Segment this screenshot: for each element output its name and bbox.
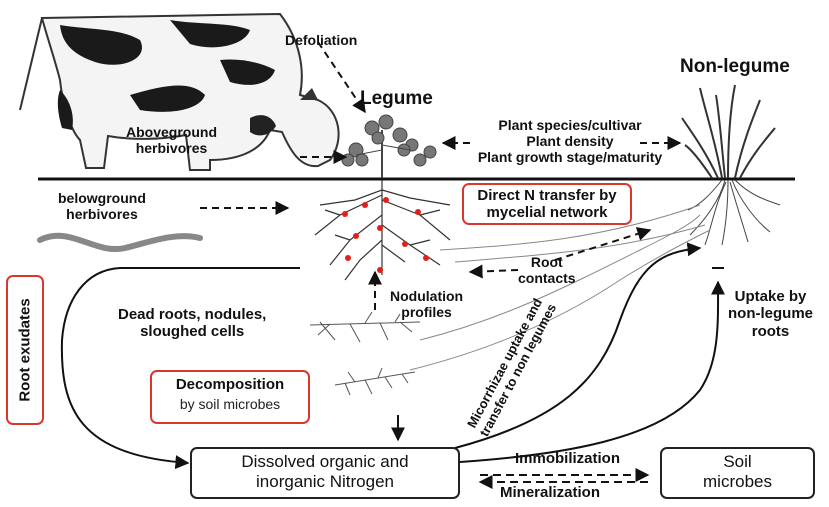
label-root-exudates: Root exudates bbox=[16, 298, 34, 402]
arrow-root-contacts-left bbox=[468, 264, 519, 279]
label-soil-microbes-line-2: microbes bbox=[703, 471, 772, 491]
dead-roots-illustration bbox=[309, 311, 421, 343]
label-nodulation-line-1: Nodulation bbox=[390, 288, 464, 304]
label-dissolved-line-2: inorganic Nitrogen bbox=[256, 471, 394, 491]
box-root-exudates: Root exudates bbox=[6, 275, 44, 425]
label-plant-species: Plant species/cultivar bbox=[498, 117, 642, 133]
label-legume: Legume bbox=[360, 88, 433, 109]
label-soil-microbes-line-1: Soil bbox=[723, 452, 752, 471]
arrow-root-exudates bbox=[60, 267, 300, 470]
box-dissolved-nitrogen: Dissolved organic and inorganic Nitrogen bbox=[190, 447, 460, 499]
dashed-arrows bbox=[200, 41, 682, 310]
label-aboveground-line-1: Aboveground bbox=[126, 124, 217, 140]
label-immobilization: Immobilization bbox=[515, 450, 620, 467]
label-mineralization: Mineralization bbox=[500, 484, 601, 501]
cow-illustration bbox=[19, 12, 340, 171]
label-uptake-non-legume: Uptake by non-legume roots bbox=[728, 288, 813, 340]
legume-roots bbox=[314, 180, 451, 281]
label-dissolved-line-1: Dissolved organic and bbox=[241, 452, 409, 471]
mycelial-network bbox=[409, 204, 711, 371]
label-root-contacts: Root contacts bbox=[518, 254, 576, 286]
label-belowground-line-2: herbivores bbox=[66, 206, 138, 223]
nodules bbox=[342, 197, 429, 273]
label-plant-density: Plant density bbox=[526, 133, 614, 150]
label-belowground-line-1: belowground bbox=[58, 190, 146, 206]
label-uptake-line-1: Uptake by bbox=[734, 288, 807, 305]
label-dead-roots: Dead roots, nodules, sloughed cells bbox=[118, 306, 266, 341]
label-belowground-herbivores: belowground herbivores bbox=[58, 190, 146, 222]
label-plant-factors: Plant species/cultivar Plant density Pla… bbox=[460, 117, 680, 165]
arrow-mycorrhizae bbox=[454, 242, 702, 449]
label-dead-roots-line-1: Dead roots, nodules, bbox=[118, 306, 267, 323]
label-aboveground-line-2: herbivores bbox=[135, 140, 208, 157]
worm-illustration bbox=[37, 232, 203, 253]
label-direct-n-line-1: Direct N transfer by bbox=[477, 187, 617, 204]
label-uptake-line-3: roots bbox=[751, 322, 790, 340]
label-nodulation-line-2: profiles bbox=[401, 304, 452, 321]
decomposing-roots-illustration bbox=[334, 367, 416, 396]
label-root-contacts-line-2: contacts bbox=[518, 270, 576, 287]
label-aboveground-herbivores: Aboveground herbivores bbox=[126, 124, 217, 156]
non-legume-roots bbox=[687, 179, 781, 246]
label-decomposition: Decomposition bbox=[175, 376, 285, 393]
solid-arrows bbox=[60, 242, 726, 470]
arrow-defoliation bbox=[317, 41, 366, 114]
cycle-arrows bbox=[478, 468, 650, 489]
arrow-root-contacts-right bbox=[554, 227, 652, 261]
arrow-uptake bbox=[459, 280, 726, 463]
label-non-legume: Non-legume bbox=[680, 56, 790, 77]
label-uptake-line-2: non-legume bbox=[728, 305, 813, 323]
legume-plant bbox=[341, 114, 437, 178]
label-by-soil-microbes: by soil microbes bbox=[179, 396, 281, 413]
box-soil-microbes: Soil microbes bbox=[660, 447, 815, 499]
label-dead-roots-line-2: sloughed cells bbox=[140, 323, 245, 341]
non-legume-plant bbox=[681, 84, 776, 179]
box-direct-n-transfer: Direct N transfer by mycelial network bbox=[462, 183, 632, 225]
label-nodulation-profiles: Nodulation profiles bbox=[390, 288, 463, 320]
label-direct-n-line-2: mycelial network bbox=[486, 204, 608, 222]
label-plant-growth-stage: Plant growth stage/maturity bbox=[477, 149, 663, 166]
label-defoliation: Defoliation bbox=[285, 32, 358, 48]
label-root-contacts-line-1: Root bbox=[530, 254, 563, 270]
box-decomposition: Decomposition by soil microbes bbox=[150, 370, 310, 424]
